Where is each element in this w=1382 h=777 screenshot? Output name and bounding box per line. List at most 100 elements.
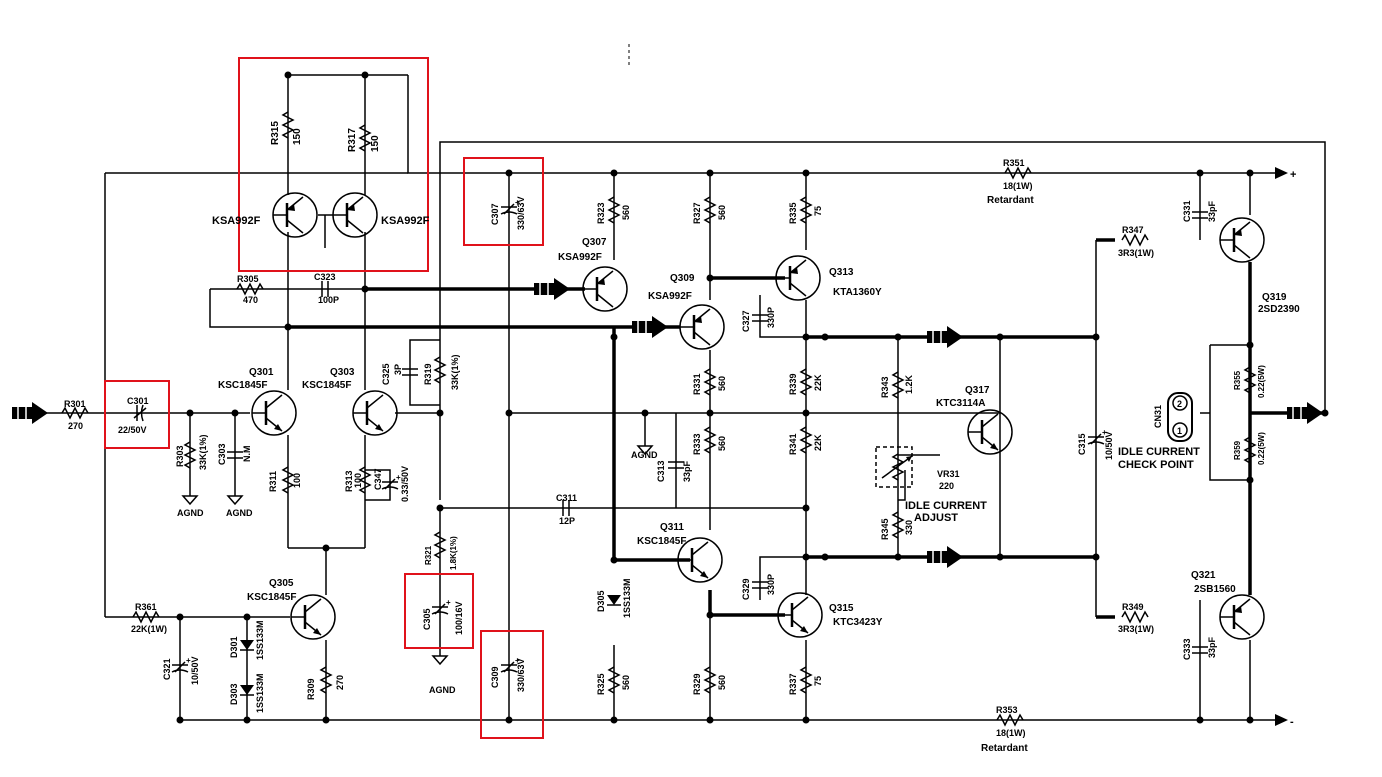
value-r331: 560: [717, 376, 727, 391]
label-r329: R329: [692, 673, 702, 695]
value-c307: 330/63V: [516, 196, 526, 230]
signal-arrow: [926, 545, 964, 569]
capacitor-c321: [171, 655, 192, 673]
value-q317: KTC3114A: [936, 398, 985, 409]
value-d305: 1SS133M: [622, 578, 632, 618]
diode-d301: [239, 639, 255, 651]
transistor-ksa992f-left: [271, 191, 319, 239]
cn31-pin-1: 1: [1177, 426, 1182, 436]
label-r361: R361: [135, 602, 157, 612]
agnd-label: AGND: [177, 508, 204, 518]
value-r323: 560: [621, 205, 631, 220]
label-r351: R351: [1003, 158, 1025, 168]
label-r323: R323: [596, 202, 606, 224]
label-c313: C313: [656, 460, 666, 482]
note-idle-current-check-1: IDLE CURRENT: [1118, 446, 1200, 458]
label-c321: C321: [162, 658, 172, 680]
label-q315: Q315: [829, 603, 854, 614]
value-q311: KSC1845F: [637, 536, 686, 547]
minus-terminal-label: -: [1290, 716, 1294, 728]
label-r349: R349: [1122, 602, 1144, 612]
agnd-label: AGND: [631, 450, 658, 460]
label-r341: R341: [788, 433, 798, 455]
label-q309: Q309: [670, 273, 695, 284]
value-c325: 3P: [393, 364, 403, 375]
output-arrow: [1286, 401, 1324, 425]
value-r353: 18(1W): [996, 728, 1026, 738]
diode-d303: [239, 684, 255, 696]
value-r329: 560: [717, 675, 727, 690]
note-retardant-bottom: Retardant: [981, 743, 1028, 754]
value-r303: 33K(1%): [198, 434, 208, 470]
cn31-pin-2: 2: [1177, 399, 1182, 409]
label-c309: C309: [490, 666, 500, 688]
label-ksa992f-right: KSA992F: [381, 215, 430, 227]
note-retardant-top: Retardant: [987, 195, 1034, 206]
label-q321: Q321: [1191, 570, 1216, 581]
label-r347: R347: [1122, 225, 1144, 235]
label-c323: C323: [314, 272, 336, 282]
value-c305: 100/16V: [454, 601, 464, 635]
label-c325: C325: [381, 363, 391, 385]
resistor-r347: [1121, 234, 1149, 246]
value-c321: 10/50V: [190, 656, 200, 685]
label-r325: R325: [596, 673, 606, 695]
minus-rail-arrow: [1275, 714, 1288, 726]
highlight-c301: [104, 380, 170, 449]
note-idle-current-adjust-1: IDLE CURRENT: [905, 500, 987, 512]
ground-icon: [432, 649, 448, 665]
resistor-r349: [1121, 611, 1149, 623]
transistor-q319: [1218, 216, 1266, 264]
label-r343: R343: [880, 376, 890, 398]
label-cn31: CN31: [1153, 405, 1163, 428]
label-r359: R359: [1233, 440, 1242, 460]
label-r337: R337: [788, 673, 798, 695]
transistor-q309: [678, 303, 726, 351]
value-r337: 75: [813, 676, 823, 686]
value-r355: 0.22(5W): [1257, 365, 1266, 398]
label-c311: C311: [556, 493, 577, 503]
value-c309: 330/63V: [516, 658, 526, 692]
note-idle-current-adjust-2: ADJUST: [914, 512, 958, 524]
signal-arrow: [631, 315, 669, 339]
label-c333: C333: [1182, 638, 1192, 660]
transistor-q315: [776, 591, 824, 639]
value-c327: 330P: [766, 307, 776, 328]
label-c301: C301: [127, 396, 149, 406]
agnd-label: AGND: [226, 508, 253, 518]
value-q319: 2SD2390: [1258, 304, 1300, 315]
labels: R315 150 R317 150 KSA992F KSA992F C307 3…: [64, 121, 1300, 754]
label-c327: C327: [741, 310, 751, 332]
label-r315: R315: [270, 121, 281, 145]
value-c331: 33pF: [1207, 200, 1217, 222]
label-d301: D301: [229, 636, 239, 658]
value-r327: 560: [717, 205, 727, 220]
label-r353: R353: [996, 705, 1018, 715]
value-d303: 1SS133M: [255, 673, 265, 713]
highlight-boxes: [104, 57, 544, 739]
label-q301: Q301: [249, 367, 274, 378]
ground-icon: [182, 489, 198, 505]
label-r305: R305: [237, 274, 259, 284]
label-q303: Q303: [330, 367, 355, 378]
value-q303: KSC1845F: [302, 380, 351, 391]
label-ksa992f-left: KSA992F: [212, 215, 261, 227]
value-c347: 0.33/50V: [400, 466, 410, 502]
label-r339: R339: [788, 373, 798, 395]
value-q305: KSC1845F: [247, 592, 296, 603]
label-vr31: VR31: [937, 469, 960, 479]
label-r355: R355: [1233, 370, 1242, 390]
label-c329: C329: [741, 578, 751, 600]
signal-arrow: [926, 325, 964, 349]
label-c331: C331: [1182, 200, 1192, 222]
value-c333: 33pF: [1207, 636, 1217, 658]
value-r347: 3R3(1W): [1118, 248, 1154, 258]
label-c307: C307: [490, 203, 500, 225]
value-r341: 22K: [813, 434, 823, 451]
value-r319: 33K(1%): [450, 354, 460, 390]
value-c315: 10/50V: [1104, 431, 1114, 460]
value-c301: 22/50V: [118, 425, 147, 435]
value-q313: KTA1360Y: [833, 287, 882, 298]
value-q307: KSA992F: [558, 252, 602, 263]
